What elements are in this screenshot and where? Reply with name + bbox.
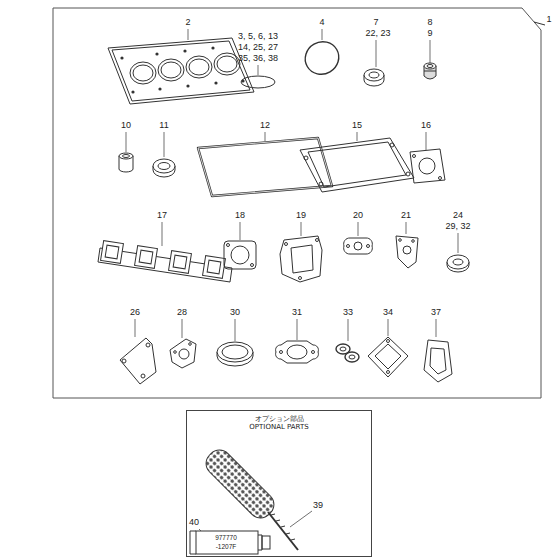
flange-gasket [276,341,319,363]
flange-gasket [368,337,408,377]
box-heading: OPTIONAL PARTS [187,423,371,431]
callout-number: 14, 25, 27 [238,42,278,52]
valve-stem-seal [424,63,436,79]
callout-number: 8 [427,17,432,27]
callout-number: 33 [343,307,353,317]
callout-number: 40 [189,517,199,527]
callout-number: 37 [431,307,441,317]
oil-seal [364,69,384,86]
washer [447,255,469,272]
oil-seal [153,159,175,177]
o-ring [241,76,275,88]
callout-number: 20 [353,210,363,220]
tube-marking: 977770 [215,534,237,542]
callout-number: 15 [352,120,362,130]
rocker-cover-gasket [198,138,332,196]
oval-gasket [344,238,373,254]
leader-lines [126,29,458,532]
o-ring [299,36,344,81]
intake-gasket [300,138,414,192]
callout-number: 30 [230,307,240,317]
washer-pair [336,344,359,362]
gasket [170,339,196,368]
callout-number: 39 [313,500,323,510]
gasket [396,236,418,268]
gasket [120,338,156,384]
callout-number: 10 [121,120,131,130]
callout-number: 24 [453,210,463,220]
seal-cup [119,153,133,172]
gasket [424,340,452,382]
callout-number: 29, 32 [445,221,470,231]
callout-number: 35, 36, 38 [238,53,278,63]
callout-number: 18 [235,210,245,220]
callout-number: 11 [159,120,168,130]
callout-number: 19 [296,210,306,220]
seal-ring [217,342,253,366]
callout-number: 34 [383,307,393,317]
callout-number: 1 [546,14,551,24]
callout-number: 16 [421,120,431,130]
callout-number: 7 [373,17,378,27]
callout-number: 12 [260,120,270,130]
callout-number: 4 [319,17,324,27]
callout-number: 21 [401,210,411,220]
turbo-gasket [280,236,322,282]
exhaust-manifold-gasket [98,241,232,282]
callout-number: 17 [157,210,167,220]
sealant-tube [190,531,270,554]
callout-number: 3, 5, 6, 13 [238,31,278,41]
callout-number: 9 [427,28,432,38]
callout-number: 28 [177,307,187,317]
flange-gasket [410,149,445,183]
head-gasket [108,38,254,104]
optional-parts-box: オプション部品OPTIONAL PARTS [186,410,372,557]
callout-number: 26 [130,307,140,317]
tube-marking: -1207F [216,543,237,551]
panel-frame [53,8,541,398]
flange-gasket [224,241,256,269]
box-heading: オプション部品 [187,415,371,423]
callout-number: 22, 23 [365,28,390,38]
callout-number: 31 [292,307,302,317]
leader-line [534,22,545,25]
callout-number: 2 [185,17,190,27]
